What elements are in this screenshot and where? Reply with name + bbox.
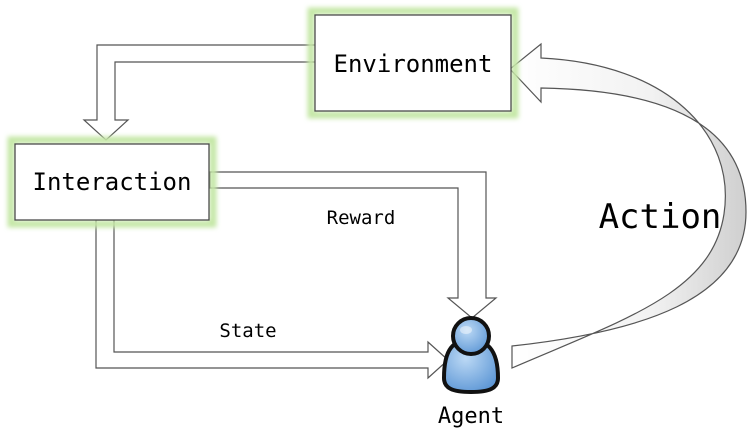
environment-node: Environment: [307, 7, 519, 119]
state-arrow: [95, 219, 449, 380]
action-label: Action: [599, 197, 722, 237]
person-icon: [441, 316, 501, 395]
state-label: State: [219, 320, 276, 342]
reward-arrow: [209, 171, 498, 319]
environment-label: Environment: [334, 50, 493, 78]
agent-label: Agent: [438, 404, 504, 429]
interaction-node: Interaction: [7, 136, 217, 228]
interaction-label: Interaction: [33, 168, 192, 196]
reward-label: Reward: [327, 207, 396, 229]
environment-to-interaction-arrow: [82, 44, 319, 141]
